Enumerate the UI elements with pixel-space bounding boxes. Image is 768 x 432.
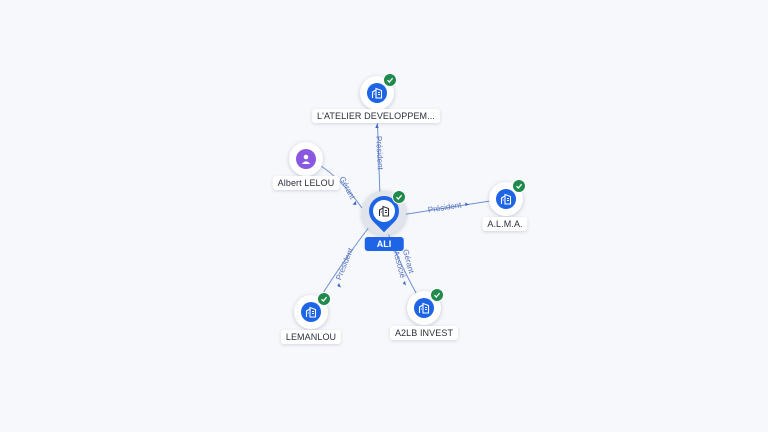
node-alma[interactable] xyxy=(489,179,526,216)
edge-arrow xyxy=(465,202,469,206)
node-label-center: ALI xyxy=(364,237,404,251)
building-icon xyxy=(496,189,516,209)
node-a2lb[interactable] xyxy=(407,288,444,325)
node-label-alma: A.L.M.A. xyxy=(482,217,528,231)
node-lemanlou[interactable] xyxy=(294,292,331,329)
node-label-albert: Albert LELOU xyxy=(272,176,340,190)
check-icon xyxy=(383,73,397,87)
check-icon xyxy=(392,190,406,204)
node-center-ali[interactable] xyxy=(362,189,406,235)
node-latelier[interactable] xyxy=(360,73,397,110)
edge-label-latelier: Président xyxy=(374,136,385,171)
map-pin-icon xyxy=(362,189,406,233)
check-icon xyxy=(512,179,526,193)
edge-label-lemanlou: Président xyxy=(334,246,355,281)
edge-alma: Président xyxy=(400,200,491,216)
edge-arrow xyxy=(375,124,379,128)
edge-label-alma: Président xyxy=(427,200,463,214)
building-icon xyxy=(373,200,395,222)
node-label-lemanlou: LEMANLOU xyxy=(280,330,342,344)
building-icon xyxy=(367,83,387,103)
check-icon xyxy=(317,292,331,306)
node-label-a2lb: A2LB INVEST xyxy=(389,326,459,340)
building-icon xyxy=(301,302,321,322)
edge-latelier: Président xyxy=(374,109,385,197)
building-icon xyxy=(414,298,434,318)
node-label-latelier: L'ATELIER DEVELOPPEM... xyxy=(312,109,440,123)
edge-arrow xyxy=(402,281,406,286)
edge-label-albert: Gérant xyxy=(337,175,357,202)
user-icon xyxy=(296,149,316,169)
edge-a2lb: Gérant Associé xyxy=(385,227,421,301)
node-albert[interactable] xyxy=(289,142,323,176)
edge-arrow xyxy=(337,283,341,288)
check-icon xyxy=(430,288,444,302)
edge-arrow xyxy=(352,201,357,205)
